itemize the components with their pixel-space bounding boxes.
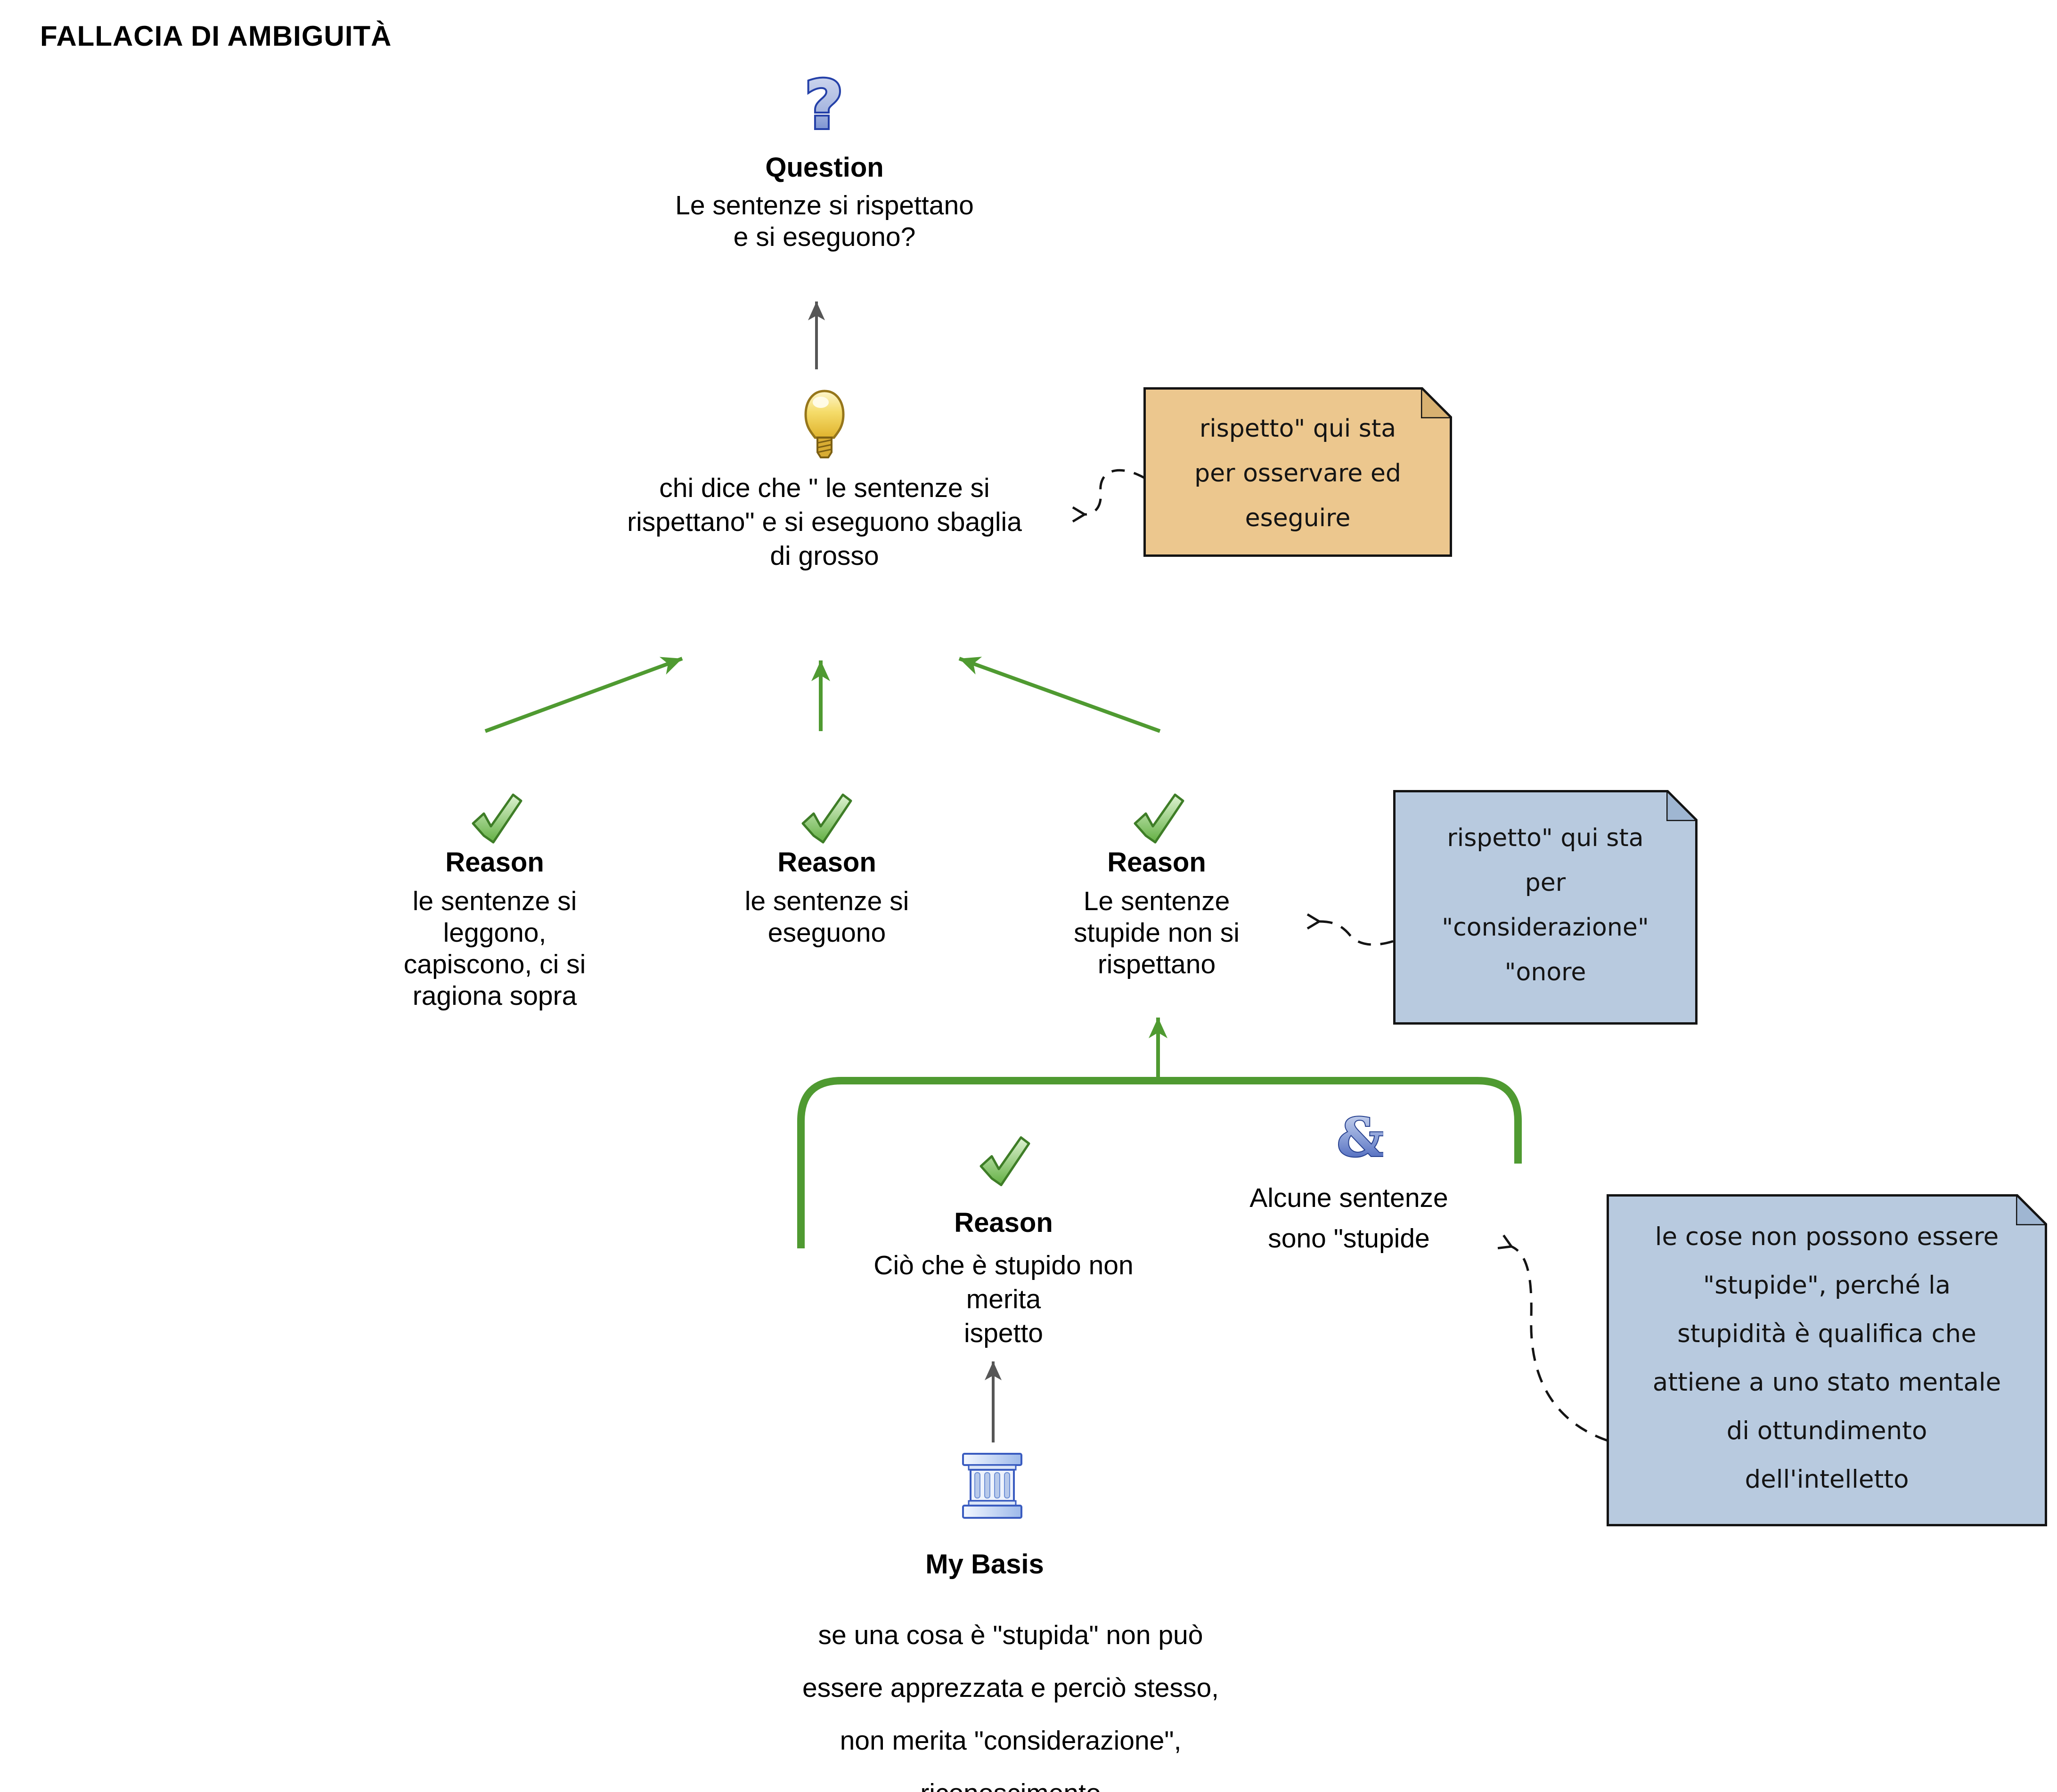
reason-1-text[interactable]: le sentenze si leggono, capiscono, ci si… [403,886,586,1011]
dashed-connector-note-to-contention [1072,469,1147,523]
sticky-note-blue-2[interactable]: le cose non possono essere "stupide", pe… [1607,1194,2047,1526]
sticky-note-blue-1[interactable]: rispetto" qui sta per "considerazione" "… [1393,790,1698,1025]
dashed-connector-note-to-conjunction [1497,1234,1608,1442]
dashed-connector-note-to-reason3 [1306,913,1394,946]
check-icon [1134,793,1184,844]
column-icon [962,1453,1022,1519]
group-bracket [797,1077,1522,1248]
arrow-reason1-to-contention [484,657,683,733]
group-reason-label[interactable]: Reason [954,1207,1053,1238]
conjunction-text[interactable]: Alcune sentenze sono "stupide [1249,1183,1448,1254]
reason-2-label[interactable]: Reason [777,847,876,878]
note-text[interactable]: rispetto" qui sta per osservare ed esegu… [1194,415,1401,532]
check-icon [472,793,522,844]
question-node-label[interactable]: Question [765,152,884,183]
note-text[interactable]: le cose non possono essere "stupide", pe… [1652,1222,2001,1494]
reason-1-label[interactable]: Reason [445,847,544,878]
basis-label[interactable]: My Basis [925,1549,1044,1580]
reason-3-text[interactable]: Le sentenze stupide non si rispettano [1074,886,1240,979]
folded-corner-icon [1666,790,1698,821]
diagram-title: FALLACIA DI AMBIGUITÀ [40,20,392,52]
reason-3-label[interactable]: Reason [1107,847,1206,878]
folded-corner-icon [1421,387,1452,418]
sticky-note-orange[interactable]: rispetto" qui sta per osservare ed esegu… [1143,387,1452,557]
note-text[interactable]: rispetto" qui sta per "considerazione" "… [1442,824,1649,986]
arrow-reason3-to-contention [958,657,1161,733]
svg-text:&: & [1338,1111,1383,1164]
check-icon [980,1136,1030,1186]
contention-text[interactable]: chi dice che " le sentenze si rispettano… [627,473,1022,571]
lightbulb-icon [804,390,845,458]
check-icon [801,793,852,844]
folded-corner-icon [2016,1194,2047,1225]
reason-2-text[interactable]: le sentenze si eseguono [744,886,909,948]
ampersand-icon: & [1338,1111,1383,1164]
question-node-text[interactable]: Le sentenze si rispettano e si eseguono? [675,190,974,252]
question-mark-icon: ? [803,72,845,142]
basis-text[interactable]: se una cosa è "stupida" non può essere a… [802,1620,1219,1792]
svg-text:?: ? [805,72,843,142]
group-reason-text[interactable]: Ciò che è stupido non merita ispetto [873,1250,1134,1348]
